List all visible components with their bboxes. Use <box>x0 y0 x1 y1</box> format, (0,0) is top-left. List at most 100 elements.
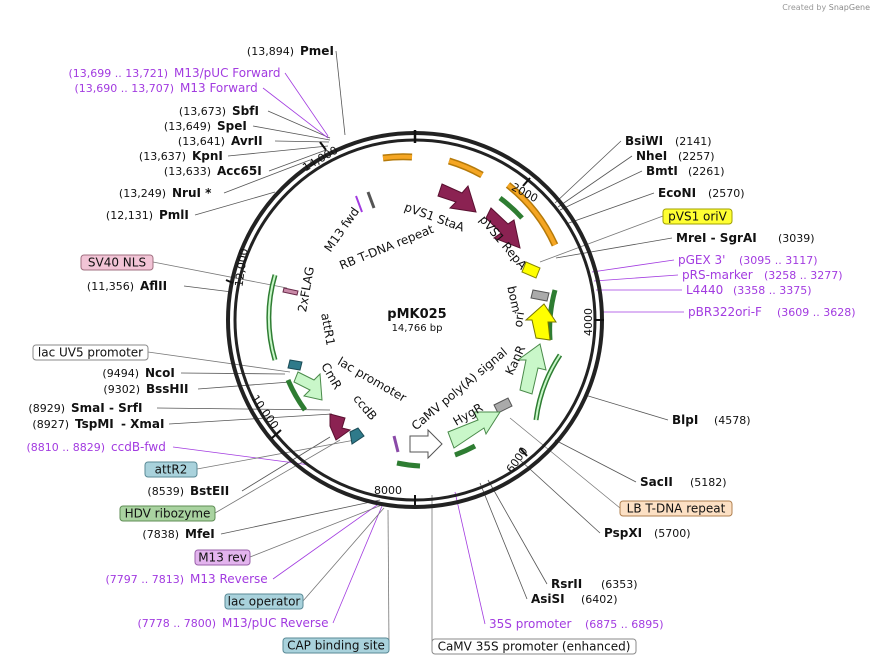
site-position: (7838) <box>142 528 179 541</box>
site-position: (12,131) <box>106 209 153 222</box>
site-combo: (8927)TspMI- XmaI <box>32 417 164 431</box>
tick-label: 12,000 <box>232 248 250 288</box>
site-asisi: AsiSI(6402) <box>531 592 618 606</box>
feature-leader <box>387 509 390 646</box>
primer-range: (3258 .. 3277) <box>764 269 843 282</box>
primer-name: ccdB-fwd <box>111 440 166 454</box>
feature-box-pvs1oriv: pVS1 oriV <box>662 208 733 225</box>
site-leader <box>554 439 637 483</box>
site-rsrii: RsrII (6353) <box>551 577 638 591</box>
bom-box <box>530 289 550 302</box>
feature-box-m13rev: M13 rev <box>194 549 251 566</box>
primer-name: 35S promoter <box>489 617 571 631</box>
primer-leader <box>272 502 381 580</box>
primer-name: pBR322ori-F <box>688 305 762 319</box>
feature-box-label: M13 rev <box>198 551 247 565</box>
site-leader <box>168 413 333 425</box>
feature-box-bg <box>32 344 149 361</box>
site-leader <box>156 407 331 411</box>
site-spei: (13,649)SpeI <box>164 119 247 133</box>
site-name: SpeI <box>217 119 247 133</box>
feature-box-lbtdnarepeat: LB T-DNA repeat <box>619 500 733 517</box>
label-leader-lines <box>147 50 684 646</box>
site-position: (13,633) <box>164 165 211 178</box>
inner-label: 2xFLAG <box>295 265 317 313</box>
site-ncoi: (9494)NcoI <box>102 366 174 380</box>
site-position: (6353) <box>601 578 638 591</box>
site-name: PmlI <box>159 208 189 222</box>
primer-pgex3: pGEX 3'(3095 .. 3117) <box>678 253 818 267</box>
site-name: SbfI <box>232 104 259 118</box>
feature-box-bg <box>119 505 216 522</box>
site-position: (2257) <box>678 150 715 163</box>
site-name: AvrII <box>231 134 263 148</box>
primer-leader <box>332 505 383 624</box>
site-position: (13,641) <box>178 135 225 148</box>
primer-l4440: L4440(3358 .. 3375) <box>686 283 812 297</box>
green-thin-feature-6 <box>285 378 308 412</box>
primer-name: M13 Reverse <box>190 572 268 586</box>
site-name: SmaI <box>71 401 105 415</box>
site-position: (4578) <box>714 414 751 427</box>
primer-m13reverse: (7797 .. 7813)M13 Reverse <box>105 572 267 586</box>
feature-box-bg <box>282 637 390 654</box>
site-position: (8929) <box>28 402 65 415</box>
ruler-tick <box>271 429 282 439</box>
site-acc65i: (13,633)Acc65I <box>164 164 262 178</box>
site-position: (5182) <box>690 476 727 489</box>
pVS1-StaA-arrow <box>437 183 477 213</box>
feature-box-lacoperator: lac operator <box>224 593 304 610</box>
site-leader <box>180 372 286 375</box>
feature-box-camv35spromoterenhanced: CaMV 35S promoter (enhanced) <box>431 638 637 655</box>
site-name: BstEII <box>190 484 229 498</box>
SV40-NLS-box <box>282 287 299 296</box>
site-leader <box>555 237 673 259</box>
site-leader <box>584 394 669 421</box>
site-name: NcoI <box>145 366 175 380</box>
feature-box-label: lac UV5 promoter <box>38 346 143 360</box>
attR1-box <box>287 359 303 371</box>
credit-brand: SnapGene <box>828 3 870 12</box>
primer-m13forward: (13,690 .. 13,707)M13 Forward <box>74 81 257 95</box>
green-thin-feature-1 <box>498 195 524 220</box>
primer-name: pRS-marker <box>682 268 753 282</box>
primer-range: (3095 .. 3117) <box>739 254 818 267</box>
site-leader <box>559 170 643 211</box>
feature-box-sv40nls: SV40 NLS <box>80 254 154 271</box>
primer-range: (3609 .. 3628) <box>777 306 856 319</box>
site-name: RsrII <box>551 577 582 591</box>
feature-arrows <box>282 183 557 460</box>
site-leader <box>223 159 311 194</box>
primer-name: L4440 <box>686 283 723 297</box>
lac-promoter-mark <box>392 435 400 453</box>
primer-range: (8810 .. 8829) <box>26 441 105 454</box>
site-leader <box>335 50 346 136</box>
inner-label: ccdB <box>350 392 379 423</box>
site-name: NruI * <box>172 186 212 200</box>
site-name: PspXI <box>604 526 642 540</box>
site-leader <box>252 125 331 141</box>
feature-leader <box>147 351 291 373</box>
site-name: NheI <box>636 149 667 163</box>
primer-pbr322orif: pBR322ori-F (3609 .. 3628) <box>688 305 856 319</box>
feature-box-capbindingsite: CAP binding site <box>282 637 390 654</box>
feature-leader <box>152 261 288 289</box>
site-sacii: SacII(5182) <box>640 475 727 489</box>
site-name: KpnI <box>192 149 223 163</box>
inner-label: bom <box>504 285 523 314</box>
site-name: AflII <box>140 279 167 293</box>
site-leader <box>183 285 233 293</box>
site-position: (13,637) <box>139 150 186 163</box>
site-pmli: (12,131) PmlI <box>106 208 189 222</box>
ruler-tick <box>319 141 327 151</box>
feature-leader <box>539 215 664 263</box>
primer-prsmarker: pRS-marker (3258 .. 3277) <box>682 268 843 282</box>
KanR-arrow <box>516 343 547 395</box>
site-position: (2261) <box>688 165 725 178</box>
site-name: PmeI <box>300 44 334 58</box>
site-position: (11,356) <box>87 280 134 293</box>
site-nhei: NheI (2257) <box>636 149 715 163</box>
feature-box-label: lac operator <box>228 595 301 609</box>
ruler-tick <box>225 279 234 284</box>
